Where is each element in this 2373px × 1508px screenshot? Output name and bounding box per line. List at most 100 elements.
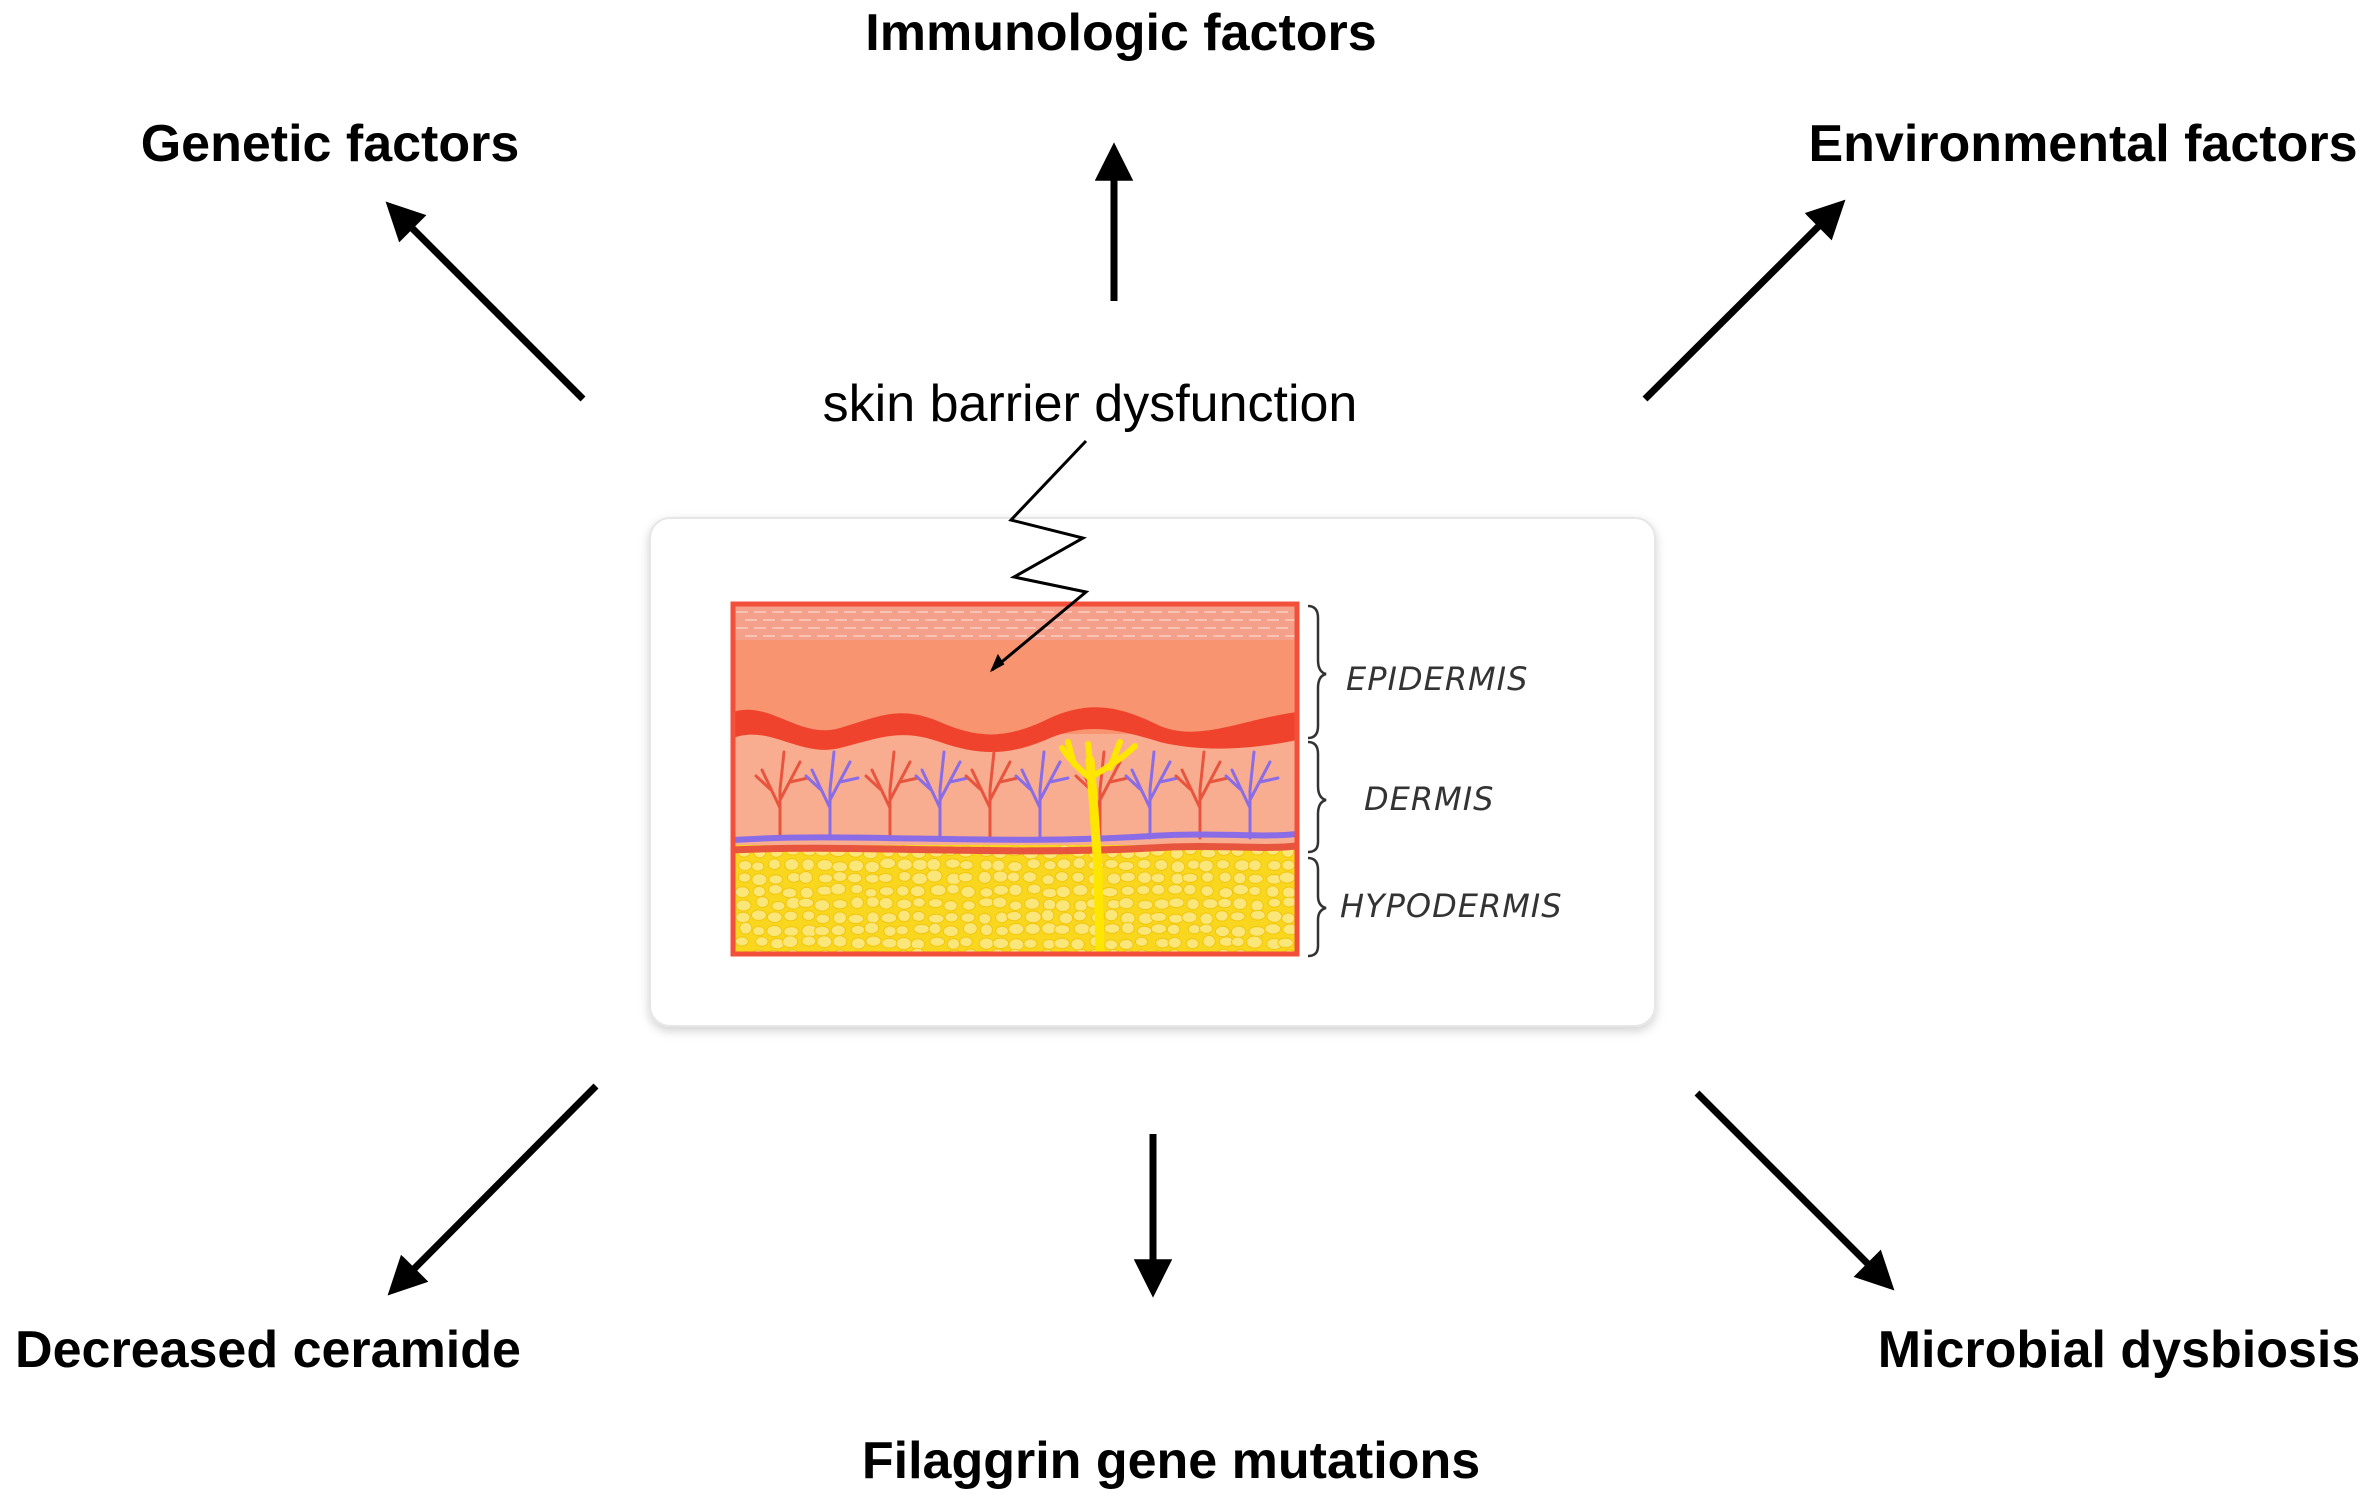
fat-cell: [1026, 858, 1041, 870]
fat-cell: [1040, 908, 1055, 922]
fat-cell: [979, 887, 994, 898]
fat-cell: [767, 858, 781, 871]
fat-cell: [798, 870, 813, 884]
fat-cell: [1118, 897, 1134, 910]
fat-cell: [1247, 873, 1264, 884]
fat-cell: [1120, 885, 1136, 896]
fat-cell: [881, 937, 898, 949]
fat-cell: [896, 885, 910, 897]
fat-cell: [801, 858, 815, 872]
fat-cell: [979, 859, 993, 871]
fat-cell: [813, 899, 831, 912]
arrow-to-ceramide: [387, 1083, 599, 1296]
factor-genetic: Genetic factors: [141, 115, 520, 173]
fat-cell: [738, 860, 753, 872]
fat-cell: [1072, 910, 1087, 922]
fat-cell: [1281, 912, 1296, 925]
fat-cell: [1136, 858, 1152, 870]
fat-cell: [1055, 885, 1071, 899]
fat-cell: [1150, 923, 1168, 935]
factor-microbial-dysbiosis: Microbial dysbiosis: [1878, 1321, 2361, 1379]
nerve-branches: [1059, 739, 1138, 783]
fat-cell: [878, 872, 893, 883]
arrows: [385, 142, 1895, 1298]
lightning-icon: [991, 439, 1090, 672]
fat-cell: [896, 898, 913, 910]
fat-cell: [847, 859, 865, 873]
fat-cell: [1006, 871, 1021, 883]
fat-cell: [944, 911, 959, 923]
fat-cell: [1281, 859, 1296, 871]
fat-cell: [911, 872, 929, 885]
fat-cell: [995, 925, 1009, 937]
fat-cell: [1153, 898, 1170, 910]
blood-vessel: [1224, 750, 1280, 840]
fat-cell: [766, 911, 783, 923]
fat-cell: [782, 935, 799, 949]
lightning-tip: [989, 653, 1005, 673]
fat-cell: [929, 884, 947, 897]
fat-cell: [832, 898, 848, 910]
fat-cell: [1218, 871, 1232, 884]
fat-cell: [752, 925, 766, 937]
fat-cell: [786, 872, 801, 883]
fat-cell: [863, 921, 880, 935]
fat-cell: [979, 923, 993, 937]
fat-cell: [959, 936, 973, 948]
fat-cell: [1266, 910, 1283, 923]
fat-cell: [911, 910, 926, 922]
vein-line: [733, 831, 1297, 843]
fat-cell: [878, 886, 895, 897]
fat-cell: [768, 874, 784, 885]
fat-cell: [1154, 859, 1169, 871]
fat-cell: [1041, 887, 1058, 899]
fat-cell: [978, 897, 995, 908]
factor-environmental: Environmental factors: [1808, 115, 2357, 173]
fat-cell: [1217, 897, 1233, 909]
fat-cell: [735, 936, 749, 947]
label-epidermis: EPIDERMIS: [1346, 660, 1528, 698]
fat-cell: [946, 937, 961, 950]
fat-cell: [946, 883, 960, 895]
fat-cell: [912, 897, 926, 908]
fat-cell: [1202, 935, 1216, 948]
fat-cell: [1023, 938, 1038, 949]
fat-cell: [1151, 883, 1166, 896]
fat-cell: [957, 872, 974, 883]
fat-cell: [1136, 925, 1153, 936]
fat-cell: [1155, 937, 1170, 949]
fat-cell: [1167, 884, 1184, 895]
fat-cell: [1053, 937, 1071, 950]
fat-cell: [1041, 874, 1055, 886]
fat-cell: [1073, 922, 1091, 935]
fat-cell: [1022, 871, 1038, 883]
fat-cell: [816, 935, 833, 949]
fat-cell: [1281, 886, 1297, 899]
fat-cell: [1170, 860, 1186, 874]
fat-cell: [1248, 925, 1266, 937]
fat-cell: [895, 925, 909, 936]
fat-cell: [1055, 871, 1069, 883]
blood-vessel: [754, 750, 810, 840]
fat-cell: [880, 912, 898, 924]
arrow-to-genetic: [385, 201, 586, 402]
fat-cell: [1199, 912, 1214, 926]
fat-cell: [783, 926, 800, 937]
fat-cell: [1183, 883, 1197, 896]
factor-immunologic: Immunologic factors: [865, 4, 1376, 62]
fat-cell: [755, 936, 769, 947]
fat-cell: [960, 912, 976, 923]
nerve-trunk: [1085, 755, 1105, 954]
fat-cell: [1071, 871, 1085, 883]
fat-cell: [1232, 883, 1249, 896]
fat-cell: [865, 896, 880, 908]
fat-cell: [1234, 859, 1251, 872]
fat-cell: [1215, 910, 1229, 922]
fat-cell: [1103, 923, 1121, 934]
fat-cell: [1198, 923, 1214, 934]
fat-cell: [734, 886, 750, 899]
fat-cell: [850, 937, 866, 950]
fat-cell: [1200, 871, 1214, 883]
fat-cell: [797, 897, 815, 909]
